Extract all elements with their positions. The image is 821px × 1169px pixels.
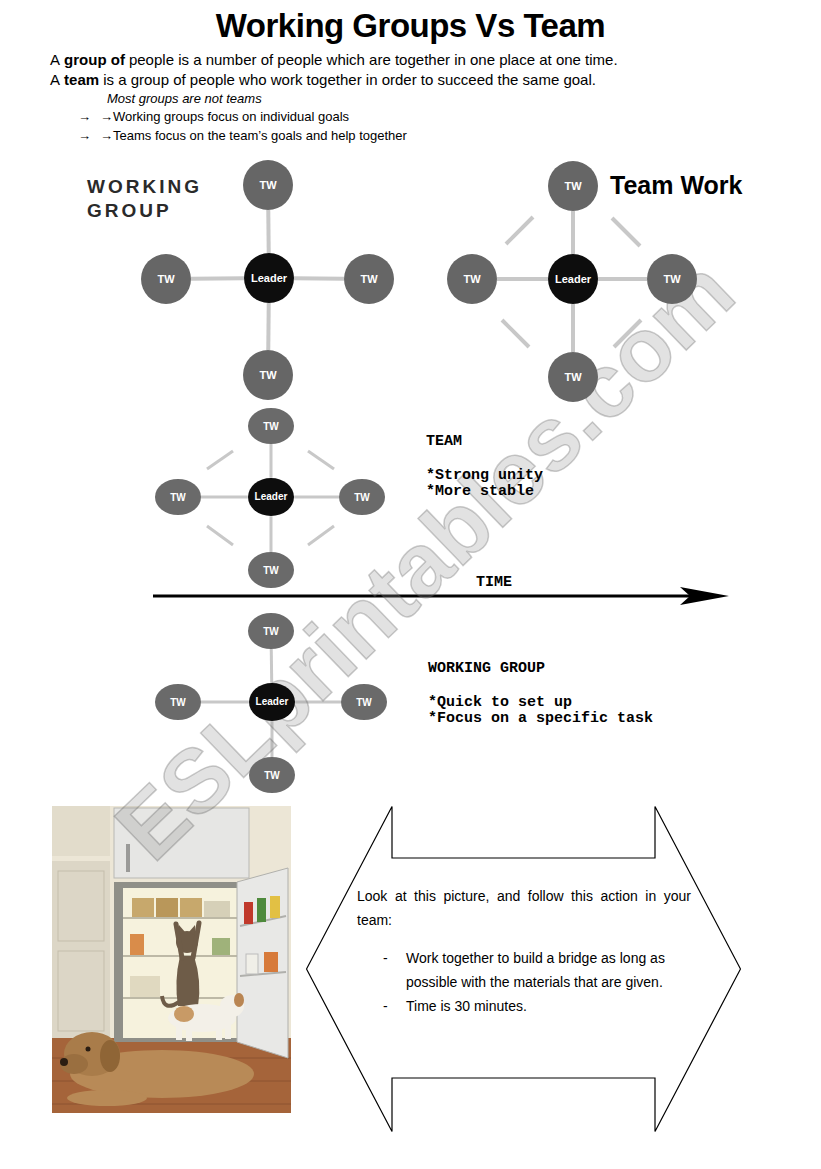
feature-text: *Focus on a specific task [428,710,653,727]
member-circle: TW [248,552,294,588]
double-arrow-outline [306,806,741,1132]
point-text: →Teams focus on the team’s goals and hel… [100,129,407,143]
bullet-row: -Work together to build a bridge as long… [383,946,691,994]
section-heading: WORKING GROUP [428,660,545,677]
node-label: TW [259,179,276,191]
feature-text: *More stable [426,483,534,500]
point-text: →Working groups focus on individual goal… [100,110,349,124]
bullet-text: Time is 30 minutes. [406,994,691,1018]
leader-circle: Leader [548,254,598,304]
arrow-symbol: → [78,129,91,143]
definition-line: Agroup ofpeople is a number of people wh… [50,51,815,69]
member-circle: TW [243,160,293,210]
arrow-shape [307,807,741,1132]
bullet-text: - [383,994,406,1018]
node-label: TW [663,273,680,285]
member-circle: TW [548,161,598,211]
spoke-line [191,276,244,281]
leader-circle: Leader [244,253,294,303]
defined-term: group of [64,51,125,68]
definition-text: people is a number of people which are t… [129,51,618,68]
member-circle: TW [339,479,385,515]
member-circle: TW [248,613,294,649]
node-label: TW [263,565,279,576]
member-circle: TW [155,479,201,515]
node-label: TW [354,492,370,503]
spoke-line [571,211,575,254]
member-circle: TW [344,254,394,304]
arrow-symbol: → [78,110,91,124]
spoke-line [266,303,270,350]
leader-circle: Leader [248,478,294,516]
bullet-text: Work together to build a bridge as long … [406,946,691,994]
spoke-line [201,495,248,498]
leader-circle: Leader [249,683,295,721]
bullet-text: - [383,946,406,994]
member-circle: TW [141,254,191,304]
diagram-heading: WORKING GROUP [87,175,237,223]
instruction-text: Look at this picture, and follow this ac… [357,884,691,932]
spoke-line [294,495,339,498]
member-circle: TW [155,684,201,720]
node-label: TW [564,371,581,383]
spoke-line [497,277,548,281]
definition-line: Ateamis a group of people who work toget… [50,71,815,89]
bullet-row: -Time is 30 minutes. [383,994,691,1018]
spoke-line [266,210,270,253]
definition-text: A [50,71,60,88]
defined-term: team [64,71,99,88]
definition-text: A [50,51,60,68]
page-title: Working Groups Vs Team [0,6,821,46]
feature-text: *Quick to set up [428,694,572,711]
diagram-heading: Team Work [610,171,742,199]
note-text: Most groups are not teams [107,92,262,106]
member-circle: TW [341,684,387,720]
section-heading: TEAM [426,433,462,450]
node-label: TW [170,697,186,708]
node-label: Leader [256,696,289,707]
definition-text: is a group of people who work together i… [103,71,596,88]
instruction-arrow-box: Look at this picture, and follow this ac… [306,806,741,1132]
node-label: TW [259,369,276,381]
node-label: TW [564,180,581,192]
node-label: TW [170,492,186,503]
watermark: ESLprintables.com [96,240,754,880]
node-label: TW [463,273,480,285]
member-circle: TW [447,254,497,304]
member-circle: TW [249,757,295,793]
node-label: Leader [555,273,591,285]
instruction-content: Look at this picture, and follow this ac… [357,884,691,1018]
node-label: TW [263,421,279,432]
feature-text: *Strong unity [426,467,543,484]
member-circle: TW [647,254,697,304]
node-label: Leader [255,491,288,502]
axis-label: TIME [476,574,512,591]
node-label: TW [360,273,377,285]
node-label: Leader [251,272,287,284]
member-circle: TW [248,408,294,444]
node-label: TW [264,770,280,781]
member-circle: TW [548,352,598,402]
spoke-line [269,516,272,552]
member-circle: TW [243,350,293,400]
node-label: TW [263,626,279,637]
spoke-line [294,276,344,281]
spoke-line [269,444,272,478]
node-label: TW [356,697,372,708]
node-label: TW [157,273,174,285]
